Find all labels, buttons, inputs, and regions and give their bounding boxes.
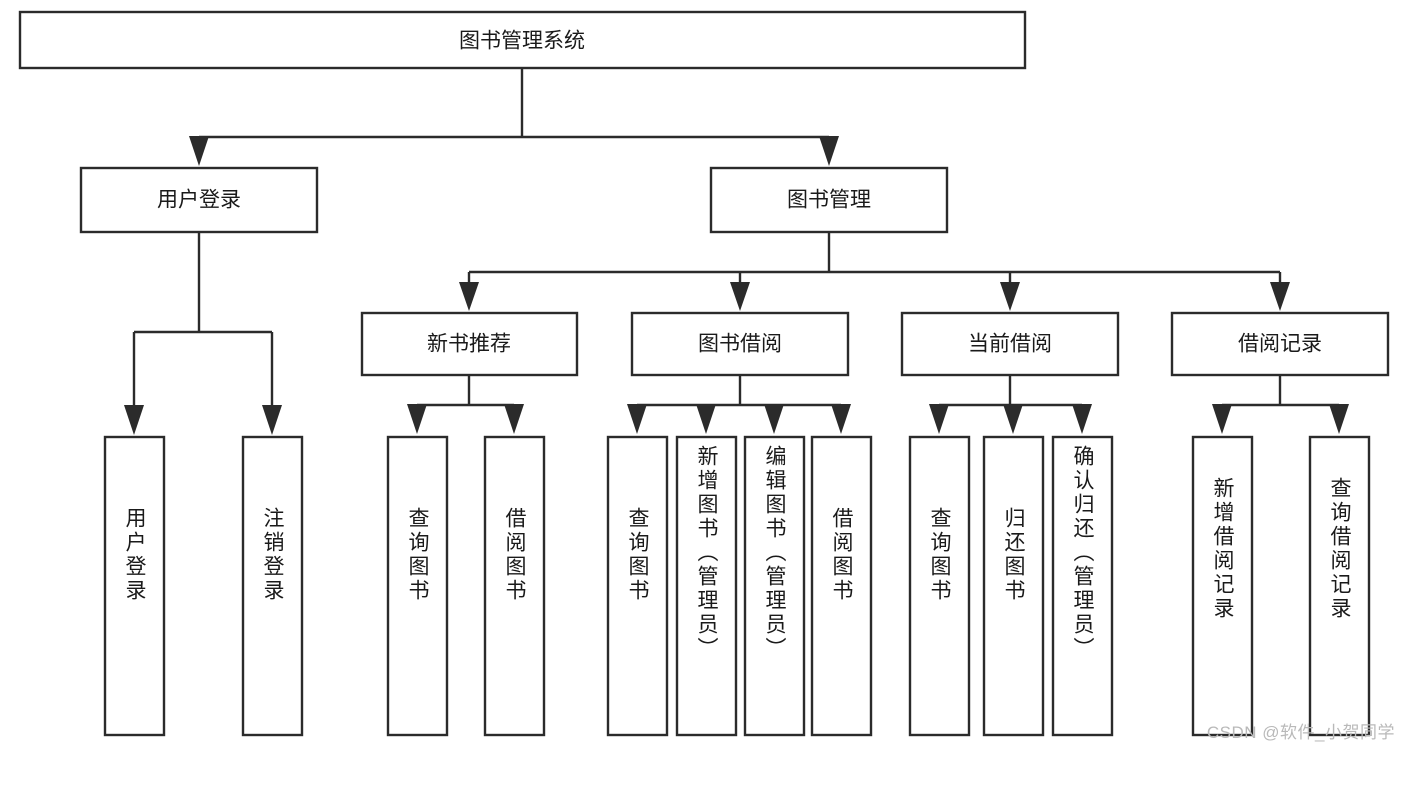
arrow-head-leaf-query-book-1 [407, 404, 427, 434]
node-new-book-recommend-rect [360, 311, 579, 377]
node-leaf-query-book-1-rect[interactable] [386, 435, 449, 737]
arrow-head-leaf-add-record [1212, 404, 1232, 434]
node-leaf-add-record-rect[interactable] [1191, 435, 1254, 737]
arrow-head-leaf-user-login [124, 405, 144, 435]
node-book-manage[interactable]: 图书管理 [709, 166, 949, 234]
arrow-head-borrow-record [1270, 282, 1290, 311]
flowchart-canvas: 图书管理系统 用户登录 图书管理 新书推荐 图书借阅 当前借阅 借阅记录 [18, 10, 1395, 742]
leaf-box-group [103, 435, 1371, 737]
node-book-manage-rect [709, 166, 949, 234]
node-new-book-recommend-label: 新书推荐 [427, 333, 511, 356]
arrow-head-leaf-user-logout [262, 405, 282, 435]
arrow-head-book-manage [819, 136, 839, 166]
node-user-login-label: 用户登录 [157, 189, 241, 212]
node-leaf-query-record-rect[interactable] [1308, 435, 1371, 737]
node-root-rect [18, 10, 1027, 70]
arrow-head-leaf-query-book-2 [627, 404, 647, 434]
node-leaf-edit-book-rect[interactable] [743, 435, 806, 737]
arrow-head-leaf-borrow-book-2 [831, 404, 851, 434]
csdn-watermark: CSDN @软件_小贺同学 [1206, 723, 1395, 742]
node-leaf-user-login-rect[interactable] [103, 435, 166, 737]
arrow-head-leaf-edit-book [764, 404, 784, 434]
arrow-head-leaf-query-book-3 [929, 404, 949, 434]
arrow-head-book-borrow [730, 282, 750, 311]
node-root-label: 图书管理系统 [459, 30, 585, 53]
node-borrow-record[interactable]: 借阅记录 [1170, 311, 1390, 377]
node-leaf-user-logout-rect[interactable] [241, 435, 304, 737]
node-book-borrow-label: 图书借阅 [698, 333, 782, 356]
arrow-head-current-borrow [1000, 282, 1020, 311]
node-book-manage-label: 图书管理 [787, 189, 871, 212]
node-current-borrow[interactable]: 当前借阅 [900, 311, 1120, 377]
node-leaf-borrow-book-1-rect[interactable] [483, 435, 546, 737]
arrow-head-new-book-recommend [459, 282, 479, 311]
node-borrow-record-rect [1170, 311, 1390, 377]
node-leaf-query-book-2-rect[interactable] [606, 435, 669, 737]
node-leaf-add-book-rect[interactable] [675, 435, 738, 737]
node-current-borrow-rect [900, 311, 1120, 377]
node-root[interactable]: 图书管理系统 [18, 10, 1027, 70]
node-leaf-borrow-book-2-rect[interactable] [810, 435, 873, 737]
arrow-head-user-login [189, 136, 209, 166]
node-book-borrow-rect [630, 311, 850, 377]
arrow-head-leaf-add-book [696, 404, 716, 434]
node-user-login[interactable]: 用户登录 [79, 166, 319, 234]
node-book-borrow[interactable]: 图书借阅 [630, 311, 850, 377]
node-borrow-record-label: 借阅记录 [1238, 333, 1322, 356]
arrow-head-leaf-confirm-return [1072, 404, 1092, 434]
arrow-head-leaf-borrow-book-1 [504, 404, 524, 434]
connector-group [124, 68, 1349, 435]
node-current-borrow-label: 当前借阅 [968, 333, 1052, 356]
node-leaf-return-book-rect[interactable] [982, 435, 1045, 737]
node-user-login-rect [79, 166, 319, 234]
arrow-head-leaf-query-record [1329, 404, 1349, 434]
arrow-head-leaf-return-book [1003, 404, 1023, 434]
node-new-book-recommend[interactable]: 新书推荐 [360, 311, 579, 377]
node-leaf-confirm-return-rect[interactable] [1051, 435, 1114, 737]
node-leaf-query-book-3-rect[interactable] [908, 435, 971, 737]
flowchart-svg: 图书管理系统 用户登录 图书管理 新书推荐 图书借阅 当前借阅 借阅记录 [18, 10, 1390, 737]
